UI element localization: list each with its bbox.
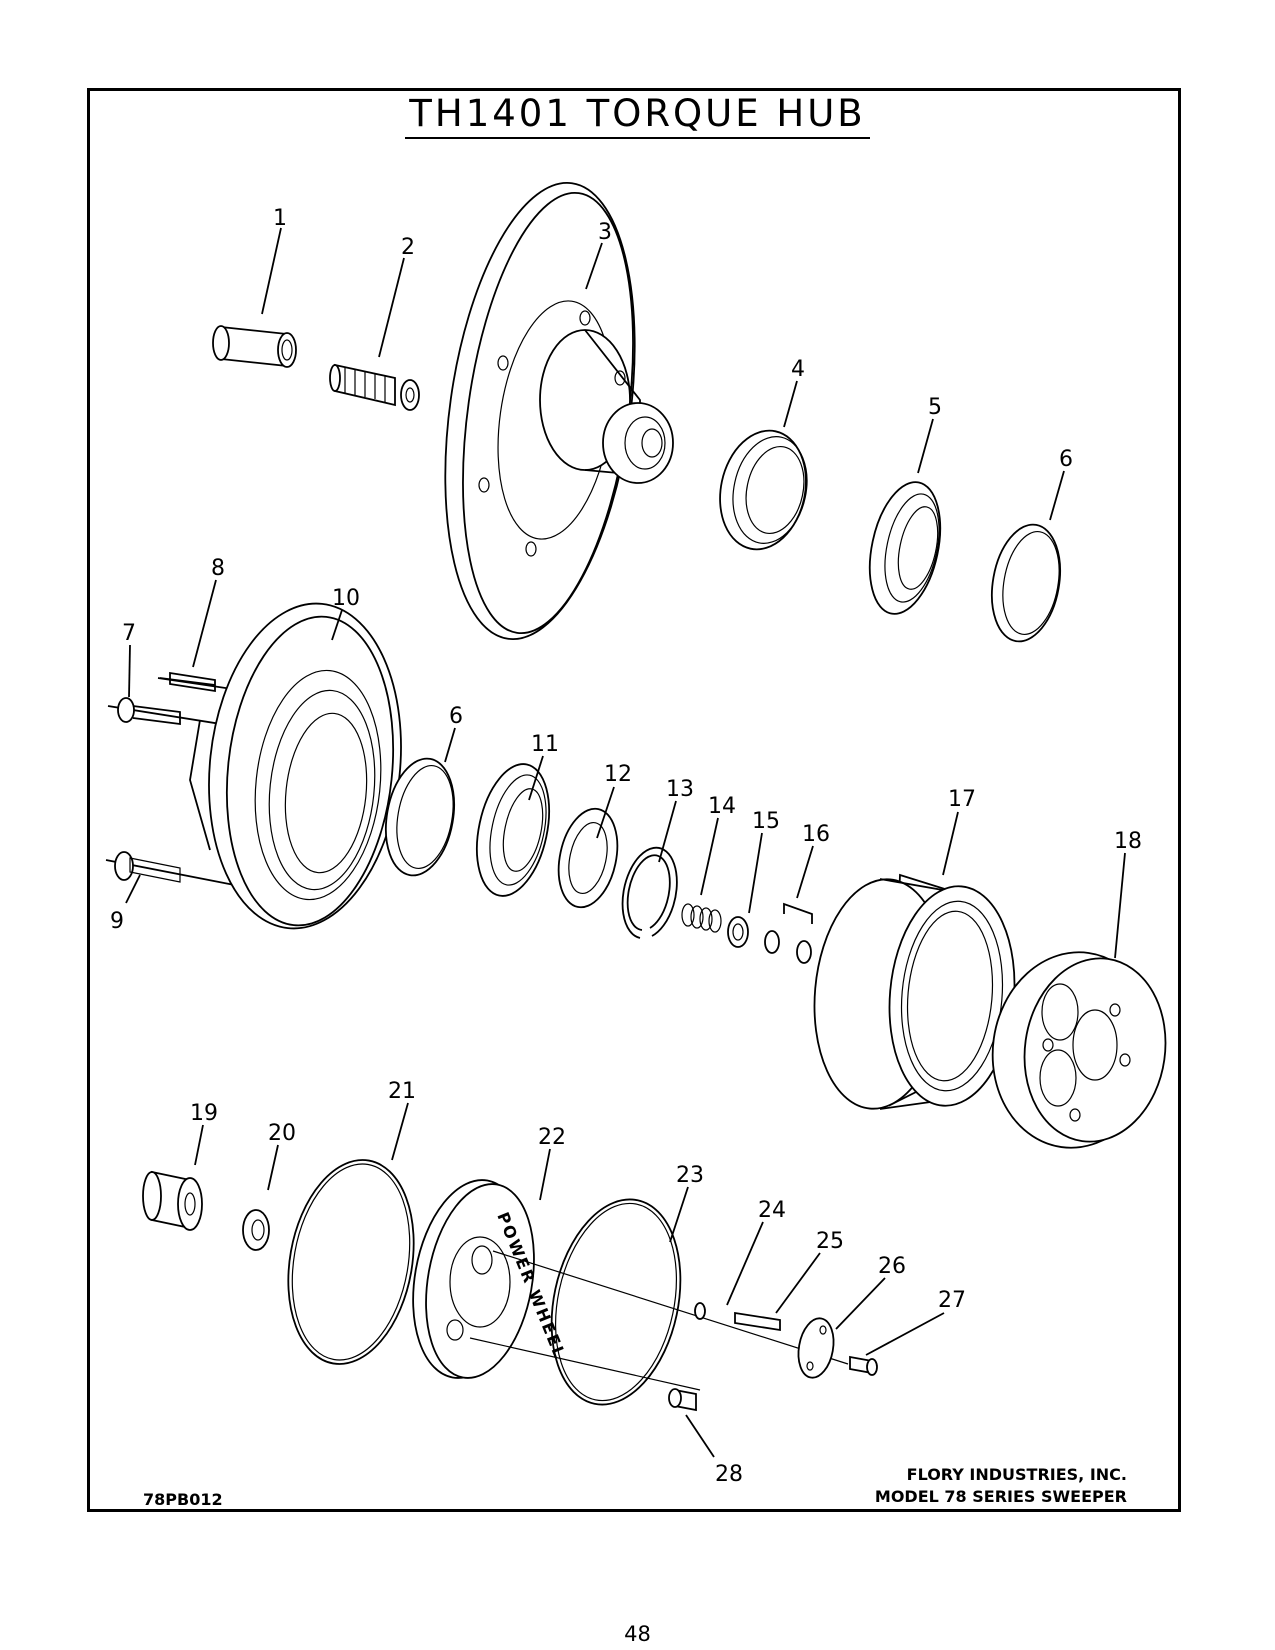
callout-10: 10 [332, 586, 360, 611]
part-11-bearing-cone [476, 763, 550, 897]
callout-6-lower: 6 [449, 704, 463, 729]
callout-27: 27 [938, 1288, 966, 1313]
page-number: 48 [624, 1622, 651, 1646]
callout-15: 15 [752, 809, 780, 834]
drawing-code: 78PB012 [143, 1490, 223, 1509]
part-12-thrust-washer [557, 807, 619, 909]
model-name: MODEL 78 SERIES SWEEPER [874, 1487, 1127, 1506]
part-2-splined-shaft [329, 363, 420, 411]
callout-4: 4 [791, 357, 805, 382]
callout-9: 9 [110, 909, 124, 934]
part-19-sun-gear [142, 1170, 203, 1231]
callout-2: 2 [401, 235, 415, 260]
callout-22: 22 [538, 1125, 566, 1150]
callout-13: 13 [666, 777, 694, 802]
part-20-thrust-washer [242, 1209, 270, 1251]
callout-14: 14 [708, 794, 736, 819]
part-13-retaining-ring [621, 846, 678, 939]
part-24-washer [694, 1302, 706, 1320]
part-18-planet-carrier [991, 951, 1167, 1149]
callout-1: 1 [273, 206, 287, 231]
callout-20: 20 [268, 1121, 296, 1146]
callout-numbers: 1 2 3 4 5 6 6 7 8 9 10 11 12 13 14 15 16… [110, 206, 1142, 1487]
callout-7: 7 [122, 621, 136, 646]
part-5-bearing-cone [868, 481, 942, 615]
assembly-axis-upper [492, 1250, 849, 1365]
callout-25: 25 [816, 1229, 844, 1254]
part-1-sleeve [212, 325, 297, 368]
callout-24: 24 [758, 1198, 786, 1223]
part-26-plate [797, 1317, 835, 1379]
company-name: FLORY INDUSTRIES, INC. [906, 1465, 1127, 1484]
callout-21: 21 [388, 1079, 416, 1104]
part-16-o-rings [764, 902, 813, 964]
part-28-plug [668, 1388, 697, 1412]
part-3-spindle-flange [444, 181, 674, 641]
callout-12: 12 [604, 762, 632, 787]
part-22-cover: POWER WHEEL [412, 1179, 570, 1379]
part-10-hub [189, 602, 402, 930]
company-block: FLORY INDUSTRIES, INC. MODEL 78 SERIES S… [875, 1464, 1127, 1508]
part-4-seal [719, 429, 808, 551]
callout-11: 11 [531, 732, 559, 757]
callout-19: 19 [190, 1101, 218, 1126]
part-27-screw [849, 1355, 878, 1376]
assembly-axis-lower [469, 1337, 701, 1391]
callout-3: 3 [598, 220, 612, 245]
callout-18: 18 [1114, 829, 1142, 854]
drawing-title: TH1401 TORQUE HUB [0, 92, 1275, 139]
part-21-o-ring [287, 1159, 415, 1365]
leader-lines [125, 227, 1126, 1458]
part-17-ring-gear [813, 873, 1016, 1110]
callout-17: 17 [948, 787, 976, 812]
drawing-frame [87, 88, 1181, 1512]
callout-5: 5 [928, 395, 942, 420]
callout-6-upper: 6 [1059, 447, 1073, 472]
part-9-stud [105, 851, 256, 890]
part-25-pin [734, 1311, 781, 1332]
callout-8: 8 [211, 556, 225, 581]
part-6-bearing-cup-lower [385, 757, 455, 877]
callout-28: 28 [715, 1462, 743, 1487]
callout-26: 26 [878, 1254, 906, 1279]
part-23-o-ring [550, 1198, 682, 1406]
part-15-washer [727, 916, 749, 948]
callout-16: 16 [802, 822, 830, 847]
part-14-spring [681, 903, 722, 933]
callout-23: 23 [676, 1163, 704, 1188]
part-6-bearing-cup-upper [991, 523, 1061, 643]
